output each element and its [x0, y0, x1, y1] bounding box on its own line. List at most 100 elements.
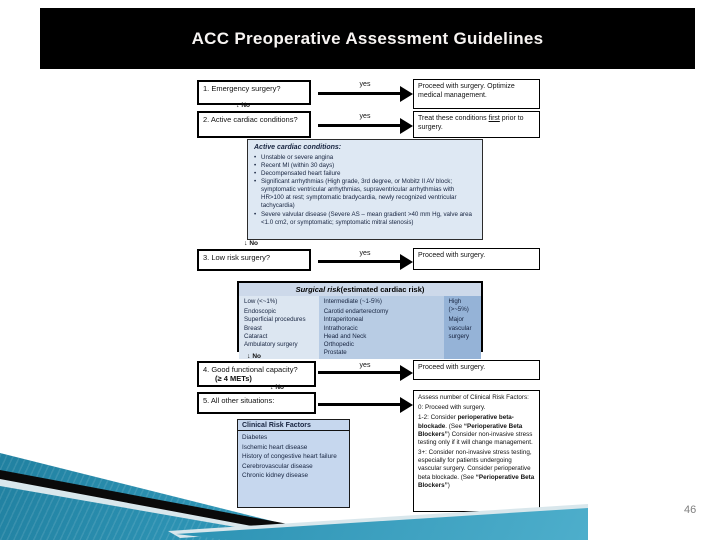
assess-risk-factors-box: Assess number of Clinical Risk Factors: 0…	[413, 390, 540, 512]
list-item: Head and Neck	[323, 332, 367, 340]
answer-text: Proceed with surgery. Optimize medical m…	[418, 83, 515, 100]
bullet-icon: •	[254, 162, 257, 170]
text-segment: ) Consider non-invasive stress testing o…	[418, 430, 533, 446]
down-arrow-icon: ↓	[236, 102, 240, 109]
bullet-text: Recent MI (within 30 days)	[261, 162, 335, 170]
column-header: High (>~5%)	[448, 298, 469, 314]
arrow-right-icon	[318, 85, 413, 102]
arrow-right-icon	[318, 396, 413, 413]
list-item: Superficial procedures	[244, 316, 306, 324]
text-segment: 3+: Consider non-invasive stress testing…	[418, 449, 532, 481]
answer-box-treat-first: Treat these conditions first prior to su…	[413, 111, 540, 138]
answer-box-proceed-optimize: Proceed with surgery. Optimize medical m…	[413, 79, 540, 109]
question-text: 4. Good functional capacity?	[203, 365, 298, 374]
column-header: Intermediate (~1-5%)	[323, 298, 382, 305]
list-item: Endoscopic	[244, 308, 276, 316]
bullet-list: • Unstable or severe angina • Recent MI (wi…	[254, 154, 476, 227]
box-title: Active cardiac conditions:	[254, 144, 342, 151]
answer-box-proceed: Proceed with surgery.	[413, 248, 540, 270]
yes-label: yes	[359, 81, 371, 88]
question-text: 2. Active cardiac conditions?	[203, 115, 298, 124]
yes-label: yes	[359, 362, 371, 369]
list-item: Diabetes	[242, 434, 268, 441]
no-label: ↓ No	[236, 102, 250, 109]
question-box-all-other: 5. All other situations:	[197, 392, 316, 414]
text-line: 3+: Consider non-invasive stress testing…	[418, 449, 535, 490]
surgical-risk-table: Surgical risk (estimated cardiac risk) L…	[237, 281, 483, 360]
text-segment: “Perioperative Beta Blockers”	[418, 473, 535, 489]
question-box-functional-capacity: 4. Good functional capacity? (≥ 4 METs)	[197, 361, 316, 387]
bullet-icon: •	[254, 170, 257, 178]
bullet-text: Decompensated heart failure	[261, 170, 341, 178]
text-segment: )	[447, 481, 450, 489]
bullet-item: • Severe valvular disease (Severe AS – me…	[254, 211, 476, 227]
list-item: Prostate	[323, 349, 347, 357]
yes-label: yes	[359, 113, 371, 120]
bullet-item: • Unstable or severe angina	[254, 154, 476, 162]
bullet-text: Severe valvular disease (Severe AS – mea…	[261, 210, 472, 226]
question-subtext: (≥ 4 METs)	[215, 374, 252, 384]
list-item: Major vascular surgery	[448, 316, 472, 340]
question-box-emergency-surgery: 1. Emergency surgery?	[197, 80, 311, 105]
list-item: History of congestive heart failure	[242, 453, 337, 461]
down-arrow-icon: ↓	[270, 384, 274, 391]
bullet-icon: •	[254, 154, 257, 162]
question-box-low-risk: 3. Low risk surgery?	[197, 249, 311, 271]
down-arrow-icon: ↓	[247, 353, 251, 360]
no-label: ↓ No	[244, 240, 258, 247]
text-segment: Assess number of Clinical Risk Factors:	[418, 394, 529, 401]
answer-box-proceed: Proceed with surgery.	[413, 360, 540, 380]
text-segment: prior to surgery.	[418, 115, 524, 132]
list-item: Chronic kidney disease	[242, 472, 309, 480]
bullet-text: Unstable or severe angina	[261, 154, 334, 162]
active-cardiac-conditions-box: Active cardiac conditions: • Unstable or …	[247, 139, 483, 240]
column-items: Major vascular surgery	[449, 316, 476, 341]
bullet-item: •Significant arrhythmias (High grade, 3r…	[254, 178, 476, 210]
answer-text: Proceed with surgery.	[418, 252, 486, 259]
question-text: 5. All other situations:	[203, 396, 275, 405]
page-number: 46	[684, 504, 697, 516]
no-label: ↓ No	[247, 353, 261, 360]
slide-header-bar: ACC Preoperative Assessment Guidelines	[40, 8, 695, 69]
page-title: ACC Preoperative Assessment Guidelines	[191, 28, 544, 48]
table-title-italic: Surgical risk	[295, 285, 341, 294]
text-segment: . (See	[445, 422, 464, 430]
list-item: Orthopedic	[323, 340, 354, 348]
question-box-active-cardiac: 2. Active cardiac conditions?	[197, 111, 311, 138]
question-text: 1. Emergency surgery?	[203, 84, 281, 93]
answer-text: Proceed with surgery.	[418, 364, 486, 371]
list-item: Ischemic heart disease	[242, 443, 308, 451]
list-item: Ambulatory surgery	[244, 340, 298, 348]
no-label: ↓ No	[270, 384, 284, 391]
arrow-right-icon	[318, 117, 413, 134]
list-item: Intrathoracic	[323, 324, 358, 332]
list-item: Cataract	[244, 332, 268, 340]
text-segment: Treat these conditions	[418, 115, 489, 122]
text-line: Assess number of Clinical Risk Factors:	[418, 394, 535, 402]
text-segment: perioperative beta-blockade	[418, 414, 514, 430]
column-high-risk: High (>~5%) Major vascular surgery	[443, 296, 481, 360]
arrow-right-icon	[318, 364, 413, 381]
assess-lines: Assess number of Clinical Risk Factors: 0…	[418, 394, 535, 490]
column-intermediate-risk: Intermediate (~1-5%) Carotid endarterect…	[318, 296, 444, 360]
text-segment: 1-2: Consider	[418, 414, 458, 422]
column-header: Low (<~1%)	[244, 298, 278, 305]
list-item: Intraperitoneal	[323, 316, 364, 324]
list-item: Carotid endarterectomy	[323, 308, 389, 316]
table-header: Surgical risk (estimated cardiac risk)	[239, 283, 481, 296]
down-arrow-icon: ↓	[244, 240, 248, 247]
bullet-item: • Decompensated heart failure	[254, 170, 476, 178]
arrow-right-icon	[318, 253, 413, 270]
answer-text: Treat these conditions first prior to su…	[418, 115, 524, 131]
text-segment: first	[488, 115, 500, 122]
yes-label: yes	[359, 250, 371, 257]
text-segment: 0: Proceed with surgery.	[418, 404, 486, 412]
list-item: Breast	[244, 324, 262, 332]
bullet-icon: •	[254, 210, 257, 218]
